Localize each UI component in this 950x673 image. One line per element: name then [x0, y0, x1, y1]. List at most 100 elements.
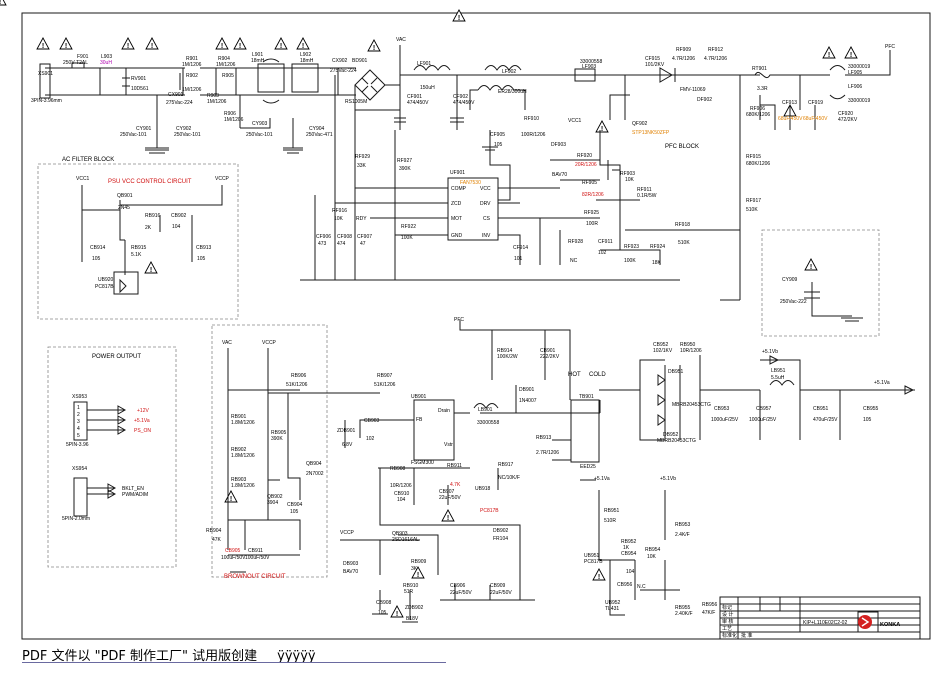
label-rf923: RF923 [624, 244, 639, 250]
label-cf914: CF914 [513, 245, 528, 251]
label-cb914: CB914 [90, 245, 106, 251]
pin-mot: MOT [451, 216, 462, 222]
label-rf916-value: 10K [334, 216, 344, 222]
label-rf923-value: 100K [624, 258, 636, 264]
label-r903-value: 1M/1206 [207, 99, 227, 105]
ac-filter-wiring [39, 58, 400, 149]
label-lf906-value: 33000019 [848, 98, 870, 104]
label-rf917: RF917 [746, 198, 761, 204]
warning-icon [144, 261, 158, 275]
label-lb951: LB951 [771, 368, 786, 374]
section-title-hot: HOT [568, 372, 581, 378]
label-qb904-value: 2N7002 [306, 471, 324, 477]
title-row-process: 工艺 [722, 626, 732, 632]
warning-icon [224, 490, 238, 504]
label-rb915: RB915 [131, 245, 147, 251]
label-db951-value: MBRB20453CTG [672, 402, 711, 408]
warning-icon [233, 37, 247, 51]
label-df903: DF903 [551, 142, 566, 148]
pin-1: 1 [77, 405, 80, 411]
label-ub901-value: FSGM300 [411, 460, 434, 466]
pin-drain: Drain [438, 408, 450, 414]
label-l902-value: 18mH [300, 58, 314, 64]
label-rf911: RF911 [637, 187, 652, 193]
label-rb952: RB952 [621, 539, 637, 545]
label-qb904: QB904 [306, 461, 322, 467]
label-cf902-value: 474/450V [453, 100, 475, 106]
label-l903-value: 30uH [100, 60, 112, 66]
psu-vcc-wiring [81, 185, 223, 295]
label-rf927: RF927 [397, 158, 412, 164]
label-cb913: CB913 [196, 245, 212, 251]
label-rb906: RB906 [291, 373, 307, 379]
psu-vcc-block-outline [37, 163, 239, 320]
sheet-border [21, 12, 931, 640]
label-r901: R901 [186, 56, 198, 62]
label-rt901: RT901 [752, 66, 767, 72]
label-xs954: XS954 [72, 466, 87, 472]
output-ps-on: PS_ON [134, 428, 151, 434]
power-output-block-outline [47, 346, 177, 568]
label-cb951-value: 470uF/25V [813, 417, 838, 423]
label-qb901-value: 2N45 [118, 205, 130, 211]
label-zdb901: ZDB901 [337, 428, 356, 434]
flyback-transformer [570, 399, 600, 463]
label-cf920: CF920 [838, 111, 853, 117]
label-rb913: RB913 [536, 435, 552, 441]
label-cx902: CX902 [332, 58, 348, 64]
drawing-number: KIP+L110E02C2-02 [803, 620, 847, 626]
warning-icon [59, 37, 73, 51]
label-rb914: RB914 [497, 348, 513, 354]
label-rb910-value: 51R [404, 589, 414, 595]
label-cb957: CB957 [756, 406, 772, 412]
label-rb914-value: 100K/2W [497, 354, 518, 360]
label-pfc-rail: PFC [454, 317, 464, 323]
label-ub920: UB920 [98, 277, 114, 283]
label-db901: DB901 [519, 387, 535, 393]
label-db952-value: MBRB20453CTG [657, 438, 696, 444]
label-qb902: QB902 [267, 494, 283, 500]
label-cb906: CB906 [450, 583, 466, 589]
label-rb902: RB902 [231, 447, 247, 453]
label-cx901: CX901 [168, 92, 184, 98]
warning-icons: ! [0, 0, 858, 619]
label-xs953: XS953 [72, 394, 87, 400]
label-qb903: QB903 [392, 531, 408, 537]
label-r903: R903 [207, 93, 219, 99]
label-rf905-value: 82R/1206 [582, 192, 604, 198]
warning-icon [296, 37, 310, 51]
label-rb917-value: NC/10K/F [498, 475, 520, 481]
label-rf910-value: 100R/1206 [521, 132, 546, 138]
label-cb952-value: 102/1KV [653, 348, 673, 354]
label-rb908: RB908 [390, 466, 406, 472]
label-cb911: CB911 [248, 548, 263, 554]
connector-xs954 [73, 477, 88, 517]
label-cb903: CB903 [364, 418, 380, 424]
label-db902: DB902 [493, 528, 509, 534]
pin-3: 3 [77, 419, 80, 425]
section-title-psu-vcc: PSU VCC CONTROL CIRCUIT [108, 179, 192, 185]
label-qb902-value: 3904 [267, 500, 278, 506]
label-rf924: RF924 [650, 244, 665, 250]
label-cf906-value: 473 [318, 241, 327, 247]
label-cf905: CF905 [490, 132, 505, 138]
label-cb902: CB902 [171, 213, 187, 219]
label-rail-5v1b-fb: +5.1Vb [660, 476, 676, 482]
label-db903-value: BAV70 [343, 569, 358, 575]
warning-icon [595, 120, 609, 134]
label-rb911: RB911 [447, 463, 462, 469]
footer-watermark: ÿÿÿÿÿ [277, 649, 316, 664]
label-rf912: RF912 [708, 47, 723, 53]
label-pfc: PFC [885, 44, 895, 50]
label-rb906-value: 51K/1206 [286, 382, 308, 388]
label-rail-5v1a: +5.1Va [874, 380, 890, 386]
warning-icon [822, 46, 836, 60]
label-rb907-value: 51K/1206 [374, 382, 396, 388]
label-lf901: LF901 [417, 61, 431, 67]
label-cb902-value: 104 [172, 224, 181, 230]
label-cy904: CY904 [309, 126, 325, 132]
label-rb909: RB909 [411, 559, 427, 565]
label-l902: L902 [300, 52, 311, 58]
